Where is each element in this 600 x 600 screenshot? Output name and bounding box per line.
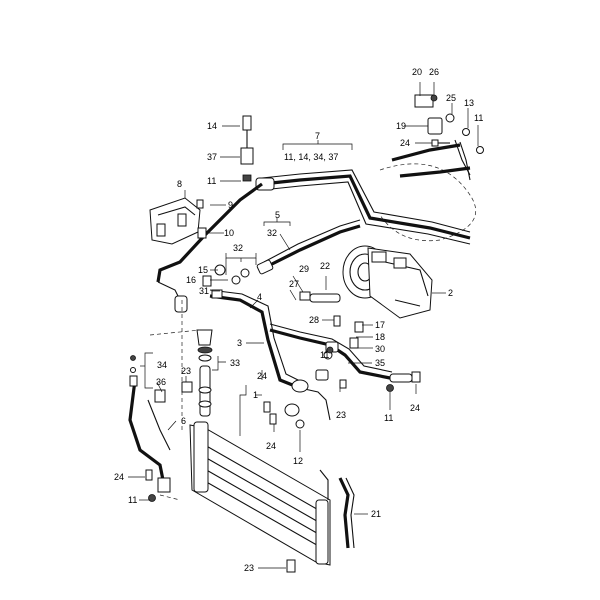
callout-21: 21 xyxy=(371,509,381,519)
callout-13: 13 xyxy=(464,98,474,108)
callout-11-e: 11 xyxy=(128,495,137,505)
callout-9: 9 xyxy=(228,200,233,210)
upper-bracket-assembly xyxy=(379,94,484,242)
callout-15: 15 xyxy=(198,265,208,275)
callout-23-a: 23 xyxy=(181,366,191,376)
bracket-8 xyxy=(149,197,207,245)
callout-24-c: 24 xyxy=(266,441,276,451)
callout-36: 36 xyxy=(156,377,166,387)
callout-11-c: 11 xyxy=(320,350,329,360)
callout-20: 20 xyxy=(412,67,422,77)
refrigerant-line-7 xyxy=(156,169,471,313)
callout-18: 18 xyxy=(375,332,385,342)
callout-3: 3 xyxy=(237,338,242,348)
callout-31: 31 xyxy=(199,286,209,296)
callout-24-e: 24 xyxy=(114,472,124,482)
pressure-sensor-14 xyxy=(240,115,254,182)
leader-lines xyxy=(128,82,479,569)
hose-21 xyxy=(338,477,355,549)
receiver-drier-33 xyxy=(196,329,213,417)
refrigerant-hose-5 xyxy=(256,219,361,275)
refrigerant-line-6 xyxy=(128,300,201,501)
callout-29: 29 xyxy=(299,264,309,274)
callout-1: 1 xyxy=(253,390,258,400)
callout-11-b: 11 xyxy=(474,113,483,123)
callout-17: 17 xyxy=(375,320,385,330)
callout-11-a: 11 xyxy=(207,176,216,186)
ac-compressor xyxy=(342,245,433,319)
callout-30: 30 xyxy=(375,344,385,354)
callout-27: 27 xyxy=(289,279,299,289)
callout-10: 10 xyxy=(224,228,234,238)
callout-5: 5 xyxy=(275,210,280,220)
callout-12: 12 xyxy=(293,456,303,466)
callout-28: 28 xyxy=(309,315,319,325)
callout-32-b: 32 xyxy=(233,243,243,253)
callout-24-b: 24 xyxy=(257,371,267,381)
callout-11-d: 11 xyxy=(384,413,393,423)
callout-25: 25 xyxy=(446,93,456,103)
callout-37: 37 xyxy=(207,152,217,162)
callout-14: 14 xyxy=(207,121,217,131)
callout-16: 16 xyxy=(186,275,196,285)
callout-35: 35 xyxy=(375,358,385,368)
callout-23-b: 23 xyxy=(336,410,346,420)
callout-23-c: 23 xyxy=(244,563,254,573)
callout-24-d: 24 xyxy=(410,403,420,413)
callout-2: 2 xyxy=(448,288,453,298)
callout-33: 33 xyxy=(230,358,240,368)
callout-26: 26 xyxy=(429,67,439,77)
callout-7-sub: 11, 14, 34, 37 xyxy=(284,152,338,162)
fasteners xyxy=(129,264,421,573)
callout-24-a: 24 xyxy=(400,138,410,148)
callout-34: 34 xyxy=(157,360,167,370)
callout-8: 8 xyxy=(177,179,182,189)
callout-labels: 1 2 3 4 5 6 7 11, 14, 34, 37 8 9 10 11 1… xyxy=(114,67,483,573)
callout-32-a: 32 xyxy=(267,228,277,238)
callout-19: 19 xyxy=(396,121,406,131)
refrigerant-line-3-4 xyxy=(209,289,393,421)
callout-22: 22 xyxy=(320,261,330,271)
callout-6: 6 xyxy=(181,416,186,426)
condenser-1 xyxy=(189,421,331,566)
callout-7: 7 xyxy=(315,131,320,141)
callout-4: 4 xyxy=(257,292,262,302)
